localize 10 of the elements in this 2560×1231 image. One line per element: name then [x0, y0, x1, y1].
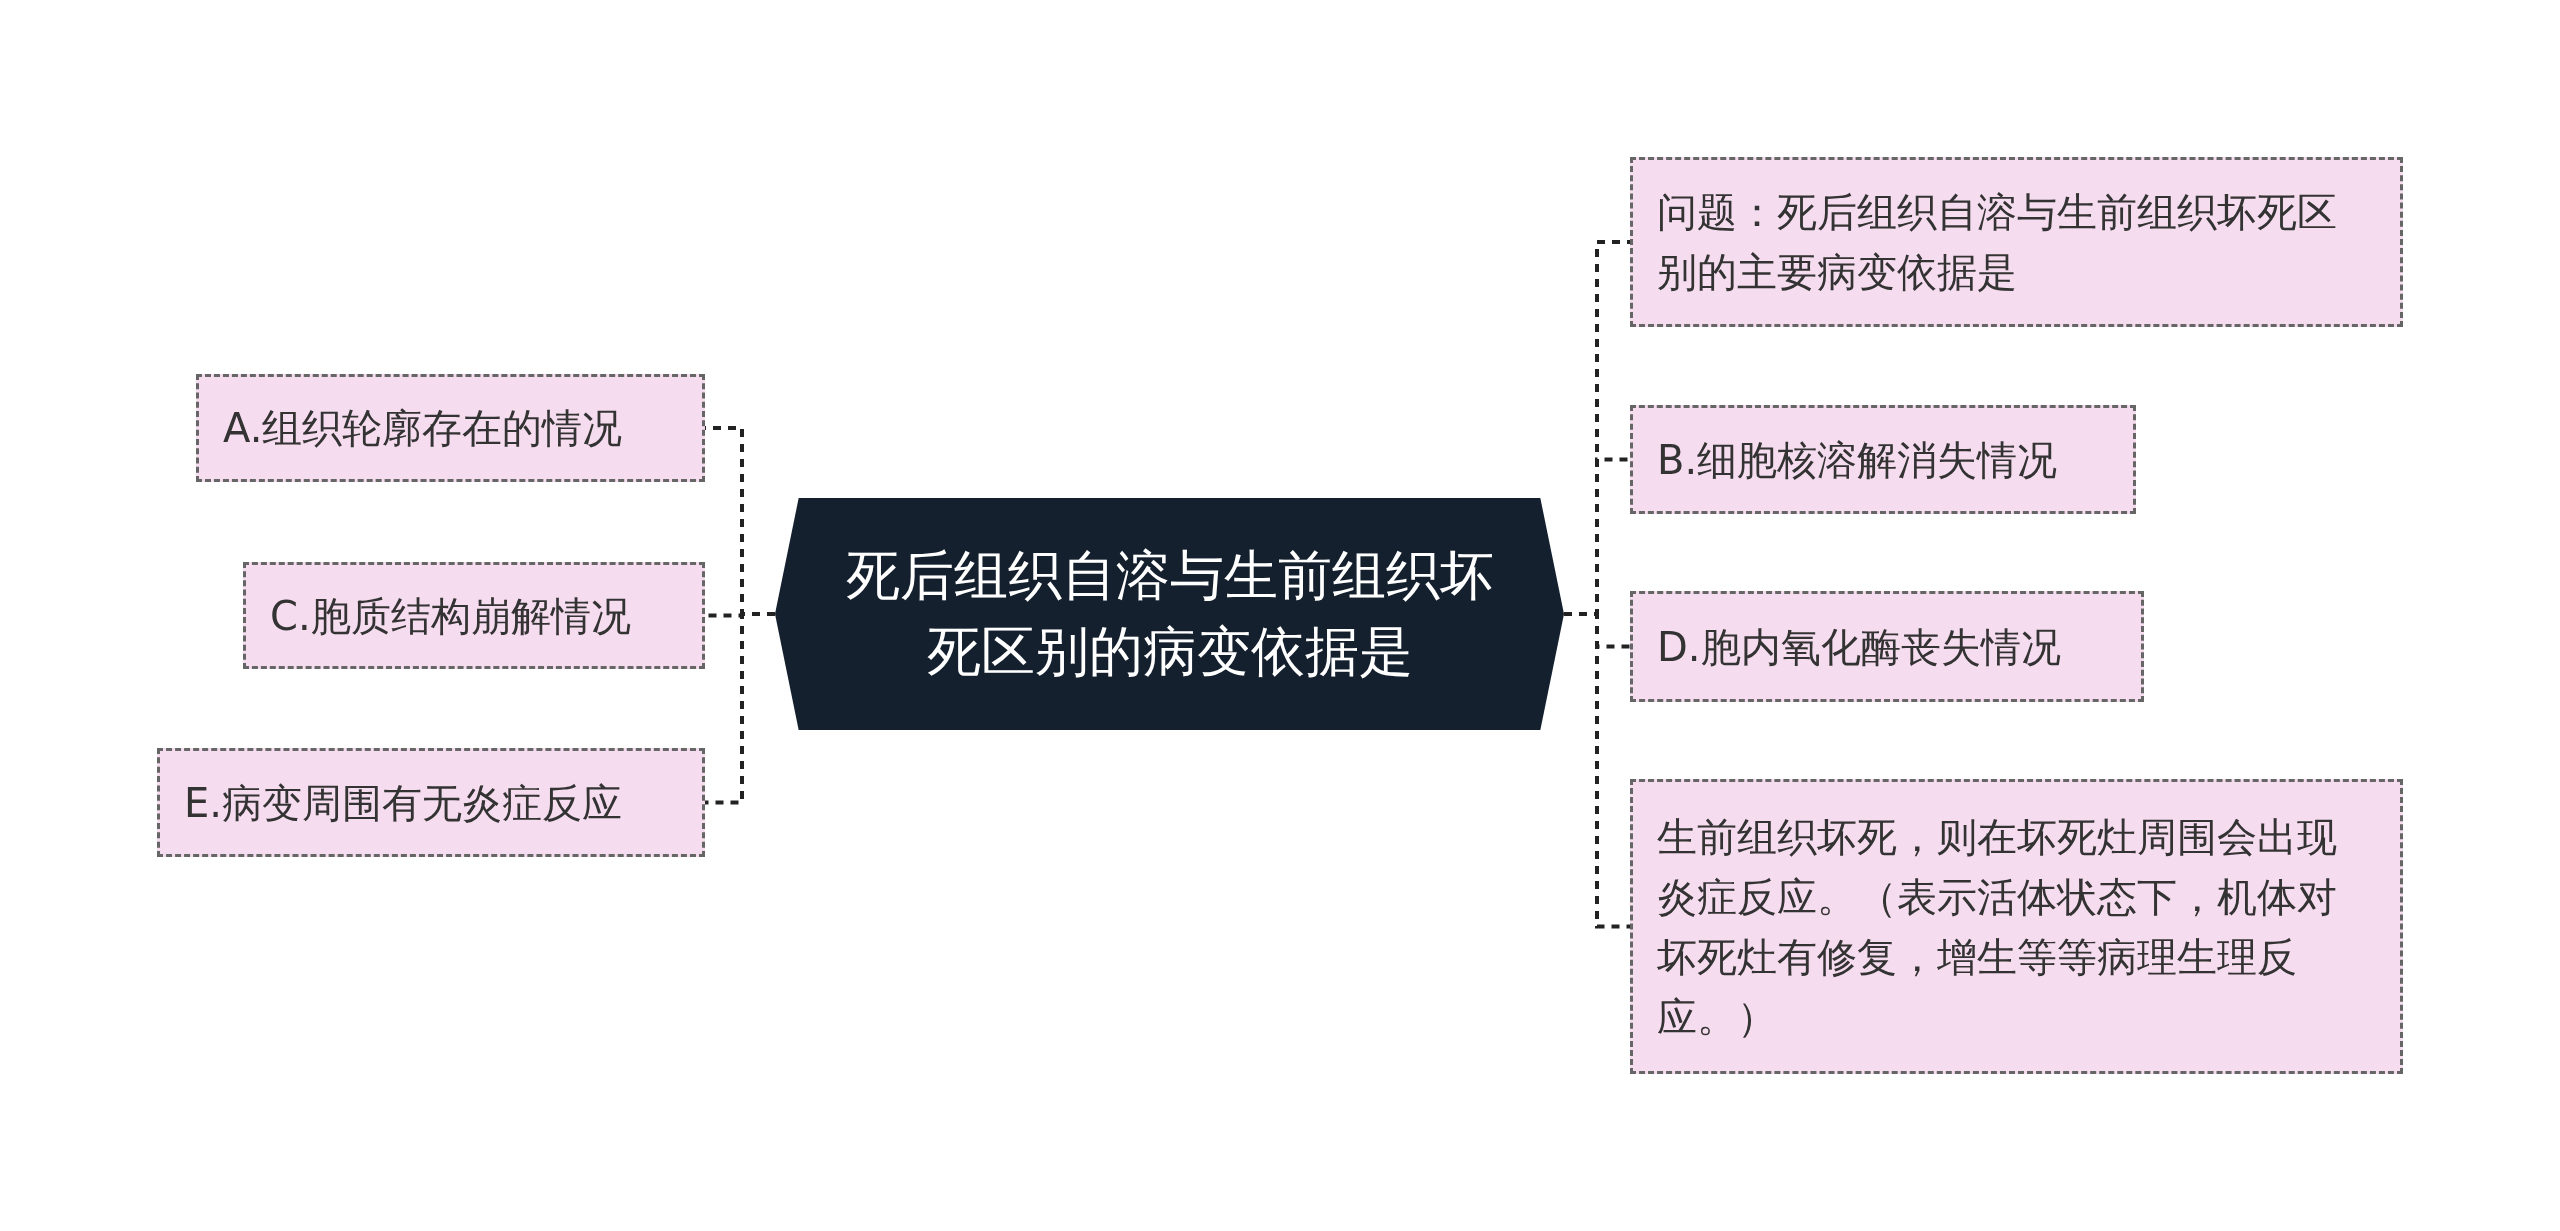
topic-box: 死后组织自溶与生前组织坏死区别的病变依据是 [775, 498, 1564, 730]
connector [705, 612, 775, 805]
topic-box: A.组织轮廓存在的情况 [196, 374, 705, 482]
topic-box: E.病变周围有无炎症反应 [157, 748, 705, 857]
topic-box: B.细胞核溶解消失情况 [1630, 405, 2136, 514]
connector [1564, 612, 1630, 929]
topic-box: 问题：死后组织自溶与生前组织坏死区别的主要病变依据是 [1630, 157, 2403, 327]
topic-box: C.胞质结构崩解情况 [243, 562, 705, 669]
topic-box: D.胞内氧化酶丧失情况 [1630, 591, 2144, 702]
topic-box: 生前组织坏死，则在坏死灶周围会出现炎症反应。（表示活体状态下，机体对坏死灶有修复，增生等等病理生理反应。） [1630, 779, 2403, 1074]
